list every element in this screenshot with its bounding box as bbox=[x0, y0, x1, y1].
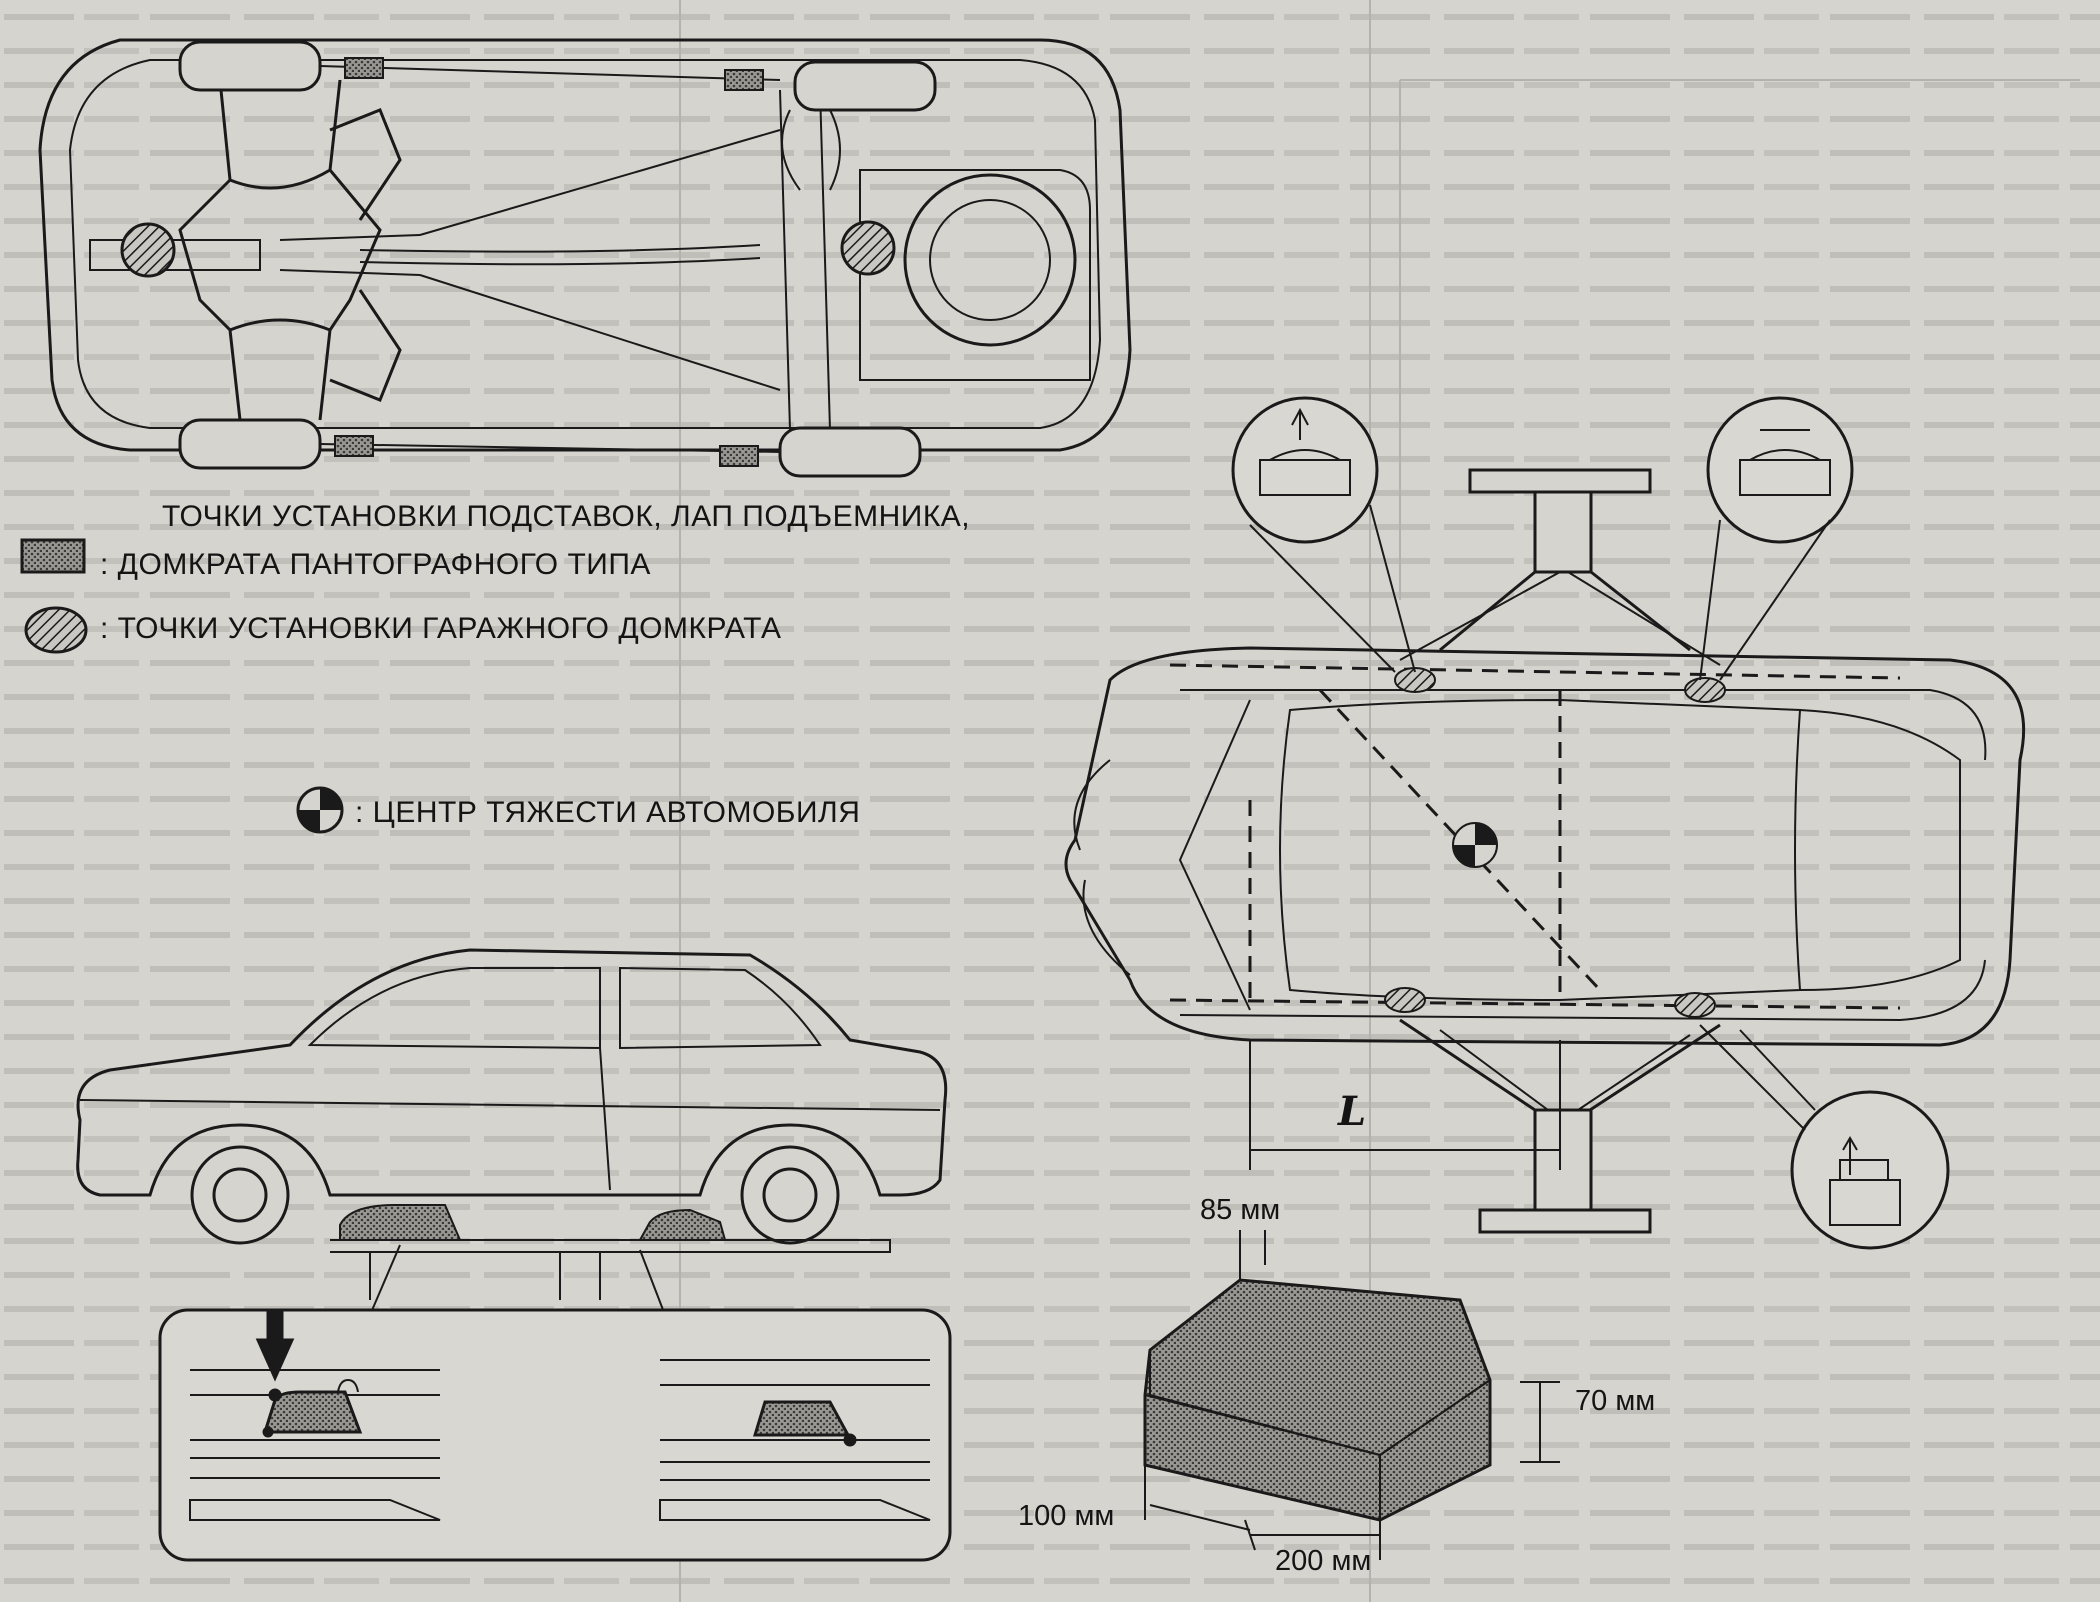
dim-length: 200 мм bbox=[1275, 1545, 1372, 1577]
dimension-lines bbox=[1144, 1230, 1560, 1560]
legend-garage-swatch bbox=[24, 606, 88, 654]
pantograph-point-front-left bbox=[344, 57, 384, 79]
tires-top-view bbox=[178, 40, 937, 478]
rubber-block bbox=[1143, 1230, 1560, 1560]
pantograph-point-rear-left bbox=[724, 69, 764, 91]
legend-pantograph-label: : ДОМКРАТА ПАНТОГРАФНОГО ТИПА bbox=[100, 548, 651, 581]
legend-cg-label: : ЦЕНТР ТЯЖЕСТИ АВТОМОБИЛЯ bbox=[355, 796, 861, 829]
pad-detail-box bbox=[158, 1308, 952, 1562]
legend-garage-label: : ТОЧКИ УСТАНОВКИ ГАРАЖНОГО ДОМКРАТА bbox=[100, 612, 782, 645]
dim-top-width: 85 мм bbox=[1200, 1194, 1281, 1226]
legend-symbols bbox=[20, 538, 344, 834]
legend-heading: ТОЧКИ УСТАНОВКИ ПОДСТАВОК, ЛАП ПОДЪЕМНИК… bbox=[162, 500, 971, 533]
legend-pantograph-swatch bbox=[20, 538, 86, 574]
lift-diagram bbox=[1064, 396, 2026, 1250]
car-top-view bbox=[38, 38, 1132, 452]
garage-point-rear bbox=[840, 220, 896, 276]
dim-depth: 100 мм bbox=[1018, 1500, 1115, 1532]
side-lift-pad-rear bbox=[638, 1208, 727, 1241]
pantograph-points-top-view bbox=[319, 57, 781, 467]
lift-span-label: L bbox=[1338, 1088, 1367, 1135]
dim-height: 70 мм bbox=[1575, 1385, 1656, 1417]
side-lift-pad-front bbox=[339, 1204, 462, 1241]
legend-cg-icon bbox=[296, 786, 344, 834]
lift-cg-icon bbox=[1452, 822, 1498, 868]
pantograph-point-rear-right bbox=[719, 445, 759, 467]
garage-jack-points-top-view bbox=[120, 220, 896, 278]
pantograph-point-front-right bbox=[334, 435, 374, 457]
garage-point-front bbox=[120, 222, 176, 278]
car-side-view bbox=[76, 948, 948, 1316]
